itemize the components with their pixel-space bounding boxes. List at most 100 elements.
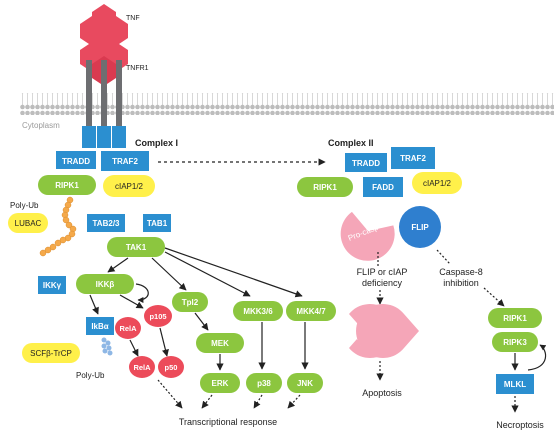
rela-top-oval <box>115 317 141 339</box>
tpl2-label: Tpl2 <box>182 298 199 307</box>
c2-fadd-label: FADD <box>372 183 394 192</box>
traf2-box <box>101 151 149 171</box>
casp8-inhibition-line2: inhibition <box>443 278 479 288</box>
tab23-label: TAB2/3 <box>93 219 121 228</box>
p50-label: p50 <box>165 363 178 372</box>
transcriptional-response-label: Transcriptional response <box>179 417 277 427</box>
cell-membrane <box>20 93 554 115</box>
ikba-box <box>86 317 114 335</box>
rela-down-arrow <box>129 339 139 357</box>
c2-ciap-pill <box>412 172 462 194</box>
tnf-label: TNF <box>126 15 140 22</box>
inhibition-to-ripk1-arrow <box>483 287 505 307</box>
tnfr1-receptor <box>82 60 126 148</box>
lubac-label: LUBAC <box>15 219 42 228</box>
rela-bottom-label: RelA <box>133 363 151 372</box>
mkk36-label: MKK3/6 <box>243 307 273 316</box>
ikkb-label: IKKβ <box>96 280 115 289</box>
ikkb-to-p105-arrow <box>119 294 144 309</box>
casp8-inhibition-line1: Caspase-8 <box>439 267 483 277</box>
complex2-title: Complex II <box>328 138 374 148</box>
nec-ripk1-label: RIPK1 <box>503 314 527 323</box>
ripk1-pill <box>38 175 96 195</box>
tpl2-pill <box>172 292 208 312</box>
c2-ciap-label: cIAP1/2 <box>423 179 452 188</box>
rela-bottom-oval <box>129 356 155 378</box>
ripk1-label: RIPK1 <box>55 181 79 190</box>
c2-traf2-label: TRAF2 <box>400 154 426 163</box>
p105-label: p105 <box>149 312 166 321</box>
mkk36-pill <box>233 301 283 321</box>
c2-tradd-label: TRADD <box>352 159 380 168</box>
ripk3-label: RIPK3 <box>503 338 527 347</box>
jnk-label: JNK <box>297 379 313 388</box>
ikba-label: IkBα <box>91 322 108 331</box>
caspase8-right-shape <box>356 304 419 359</box>
lubac-pill <box>8 213 48 233</box>
apoptosis-label: Apoptosis <box>362 388 402 398</box>
tpl2-to-mek-arrow <box>194 312 209 331</box>
tak1-to-mkk36-arrow <box>164 251 251 297</box>
polyubiquitin-chain <box>39 196 77 257</box>
scf-pill <box>22 343 80 363</box>
tradd-label: TRADD <box>62 157 90 166</box>
p105-oval <box>144 305 172 327</box>
procasp8-shape <box>340 211 395 261</box>
complex1-title: Complex I <box>135 138 178 148</box>
flip-deficiency-line2: deficiency <box>362 278 403 288</box>
p38-label: p38 <box>257 379 271 388</box>
erk-label: ERK <box>212 379 229 388</box>
ikkg-box <box>38 276 66 294</box>
c2-fadd-box <box>363 177 403 197</box>
c2-traf2-box <box>391 147 435 169</box>
ripk3-autophos-arrow <box>527 344 547 371</box>
ripk3-pill <box>492 332 538 352</box>
c2-tradd-box <box>345 153 387 172</box>
scf-label: SCFβ-TrCP <box>30 349 72 358</box>
mlkl-label: MLKL <box>504 380 526 389</box>
mek-pill <box>196 333 244 353</box>
tak1-label: TAK1 <box>126 243 147 252</box>
jnk-pill <box>287 373 323 393</box>
c2-ripk1-pill <box>297 177 353 197</box>
p50-oval <box>158 356 184 378</box>
c2-ripk1-label: RIPK1 <box>313 183 337 192</box>
erk-pill <box>200 373 240 393</box>
necroptosis-label: Necroptosis <box>496 420 544 430</box>
ikkb-to-ikba-arrow <box>89 294 99 315</box>
caspase8-right-label: Caspase-8 <box>415 312 441 348</box>
rela-top-label: RelA <box>119 324 137 333</box>
nec-ripk1-pill <box>488 308 542 328</box>
ikkb-pill <box>76 274 134 294</box>
tak1-to-mkk47-arrow <box>164 247 303 298</box>
tnfr1-label: TNFR1 <box>126 65 149 72</box>
flip-circle <box>399 206 441 248</box>
transcription-arrows <box>157 379 301 409</box>
flip-to-inhibition-line <box>436 249 451 265</box>
mek-label: MEK <box>211 339 229 348</box>
tradd-box <box>56 151 96 169</box>
p38-pill <box>246 373 282 393</box>
ikkg-label: IKKγ <box>43 281 62 290</box>
cytoplasm-label: Cytoplasm <box>22 121 60 130</box>
flip-deficiency-line1: FLIP or cIAP <box>357 267 408 277</box>
polyub-top-label: Poly-Ub <box>10 201 39 210</box>
tak1-to-tpl2-arrow <box>151 257 187 291</box>
traf2-label: TRAF2 <box>112 157 138 166</box>
polyub-bottom-label: Poly-Ub <box>76 371 105 380</box>
flip-label: FLIP <box>411 223 429 232</box>
ciap-pill <box>103 175 155 197</box>
ikkb-autophos-arrow <box>135 283 149 303</box>
tak1-pill <box>107 237 165 257</box>
tab1-box <box>143 214 171 232</box>
mkk47-pill <box>286 301 336 321</box>
mkk47-label: MKK4/7 <box>296 307 326 316</box>
mlkl-box <box>496 374 534 394</box>
tab23-box <box>87 214 125 232</box>
p105-to-p50-arrow <box>159 327 169 357</box>
ikba-ubiquitin <box>101 337 113 356</box>
ciap-label: cIAP1/2 <box>115 182 144 191</box>
tak1-to-ikkb-arrow <box>107 257 129 273</box>
